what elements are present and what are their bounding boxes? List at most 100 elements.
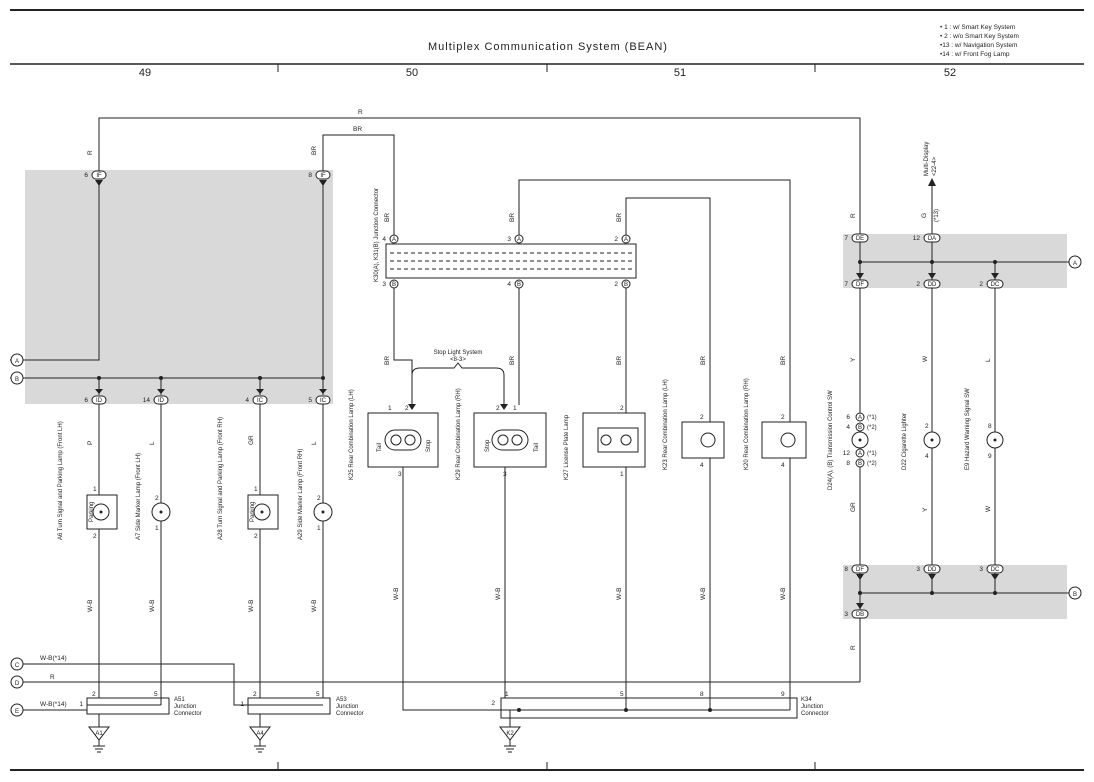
svg-text:2: 2: [620, 405, 624, 412]
wire-label-br-top: BR: [353, 126, 362, 133]
svg-text:BR: BR: [311, 146, 318, 155]
svg-text:W-B: W-B: [248, 599, 255, 612]
note-2: • 2 : w/o Smart Key System: [940, 33, 1019, 40]
svg-text:3: 3: [507, 236, 511, 243]
svg-text:Tail: Tail: [377, 443, 383, 452]
svg-text:BR: BR: [780, 356, 787, 365]
page-title: Multiplex Communication System (BEAN): [428, 41, 668, 53]
junction-k30-k31: K30(A), K31(B) Junction Connector: [374, 188, 637, 282]
svg-text:Y: Y: [850, 357, 857, 362]
svg-text:2: 2: [491, 700, 495, 707]
svg-text:R: R: [87, 150, 94, 155]
svg-text:DF: DF: [856, 282, 864, 288]
svg-text:8: 8: [700, 691, 704, 698]
svg-text:B: B: [392, 282, 396, 288]
svg-text:W-B: W-B: [780, 587, 787, 600]
svg-text:Y: Y: [922, 507, 929, 512]
svg-text:2: 2: [614, 236, 618, 243]
svg-text:W-B: W-B: [700, 587, 707, 600]
svg-text:A51: A51: [174, 697, 185, 703]
svg-text:IC: IC: [320, 398, 327, 404]
lamp-a7: 21 A7 Side Marker Lamp (Front LH): [136, 453, 171, 540]
notes-legend: • 1 : w/ Smart Key System • 2 : w/o Smar…: [940, 24, 1019, 58]
svg-text:DA: DA: [928, 236, 936, 242]
note-1: • 1 : w/ Smart Key System: [940, 24, 1015, 31]
svg-text:BR: BR: [384, 356, 391, 365]
svg-text:2: 2: [92, 691, 96, 698]
svg-text:L: L: [149, 441, 156, 445]
svg-text:1: 1: [317, 525, 321, 532]
lamp-k27: 21 K27 License Plate Lamp: [564, 405, 646, 480]
svg-text:Parking: Parking: [250, 502, 256, 522]
svg-text:Connector: Connector: [336, 711, 364, 717]
svg-text:W-B: W-B: [87, 599, 94, 612]
svg-text:ID: ID: [96, 398, 103, 404]
ecu-block-right-bottom: [843, 565, 1067, 619]
svg-text:B: B: [624, 282, 628, 288]
svg-text:6: 6: [84, 172, 88, 179]
column-49: 49: [139, 67, 151, 79]
svg-text:B: B: [858, 461, 862, 467]
svg-text:7: 7: [844, 281, 848, 288]
connector-db-3: DB3: [844, 609, 869, 619]
svg-text:Multi-Display: Multi-Display: [924, 142, 930, 176]
svg-text:G: G: [921, 213, 928, 218]
svg-text:1: 1: [93, 486, 97, 493]
svg-text:K27 License Plate Lamp: K27 License Plate Lamp: [564, 414, 570, 480]
svg-text:5: 5: [308, 397, 312, 404]
svg-text:DB: DB: [856, 612, 864, 618]
svg-text:4: 4: [846, 424, 850, 431]
svg-text:A4: A4: [256, 731, 264, 737]
hazard-switch-e9: 89 E9 Hazard Warning Signal SW: [965, 388, 1004, 470]
svg-text:3: 3: [382, 281, 386, 288]
svg-text:W-B: W-B: [616, 587, 623, 600]
connector-ic-4: IC4: [245, 395, 268, 405]
svg-text:GR: GR: [850, 502, 857, 512]
svg-text:3: 3: [979, 566, 983, 573]
lamp-a28: Parking 12 A28 Turn Signal and Parking L…: [218, 417, 279, 540]
connector-ic-5: IC 5: [308, 395, 331, 405]
svg-text:B: B: [1073, 592, 1077, 598]
svg-text:A: A: [858, 415, 862, 421]
column-52: 52: [944, 67, 956, 79]
svg-text:A29 Side Marker Lamp (Front RH: A29 Side Marker Lamp (Front RH): [298, 449, 304, 540]
note-13: •13 : w/ Navigation System: [940, 42, 1017, 49]
wire-br-k20: [518, 179, 791, 422]
svg-text:3: 3: [398, 471, 402, 478]
wire-wb-k25: [402, 467, 501, 711]
svg-text:W: W: [922, 355, 929, 362]
connector-if-8: IF8: [308, 170, 331, 180]
wire-r-top: [98, 117, 861, 236]
svg-text:(*2): (*2): [867, 461, 877, 467]
svg-text:1: 1: [513, 405, 517, 412]
svg-text:DE: DE: [856, 236, 864, 242]
svg-text:7: 7: [844, 235, 848, 242]
svg-text:B: B: [858, 425, 862, 431]
svg-text:K20 Rear Combination Lamp (RH): K20 Rear Combination Lamp (RH): [744, 378, 750, 470]
svg-text:2: 2: [317, 495, 321, 502]
svg-text:K23 Rear Combination Lamp (LH): K23 Rear Combination Lamp (LH): [663, 379, 669, 470]
connector-dc-3: DC3: [979, 564, 1004, 574]
svg-text:A: A: [392, 237, 396, 243]
svg-text:2: 2: [916, 281, 920, 288]
ground-k2: K2: [498, 726, 522, 753]
svg-text:6: 6: [84, 397, 88, 404]
ground-a4: A4: [248, 726, 272, 753]
column-50: 50: [406, 67, 418, 79]
lamp-a29: 2 1 A29 Side Marker Lamp (Front RH): [298, 449, 333, 540]
svg-text:5: 5: [316, 691, 320, 698]
stop-light-system: Stop Light System <8-3>: [408, 350, 508, 410]
svg-text:1: 1: [254, 486, 258, 493]
wire-br-k23: [625, 197, 711, 422]
svg-text:W-B: W-B: [393, 587, 400, 600]
conn-b-4: B4: [507, 279, 524, 289]
svg-text:2: 2: [496, 405, 500, 412]
svg-text:D: D: [15, 681, 20, 687]
column-51: 51: [674, 67, 686, 79]
connector-df-7: DF 7: [844, 279, 869, 289]
svg-text:A: A: [624, 237, 628, 243]
offpage-e: E: [10, 703, 24, 717]
